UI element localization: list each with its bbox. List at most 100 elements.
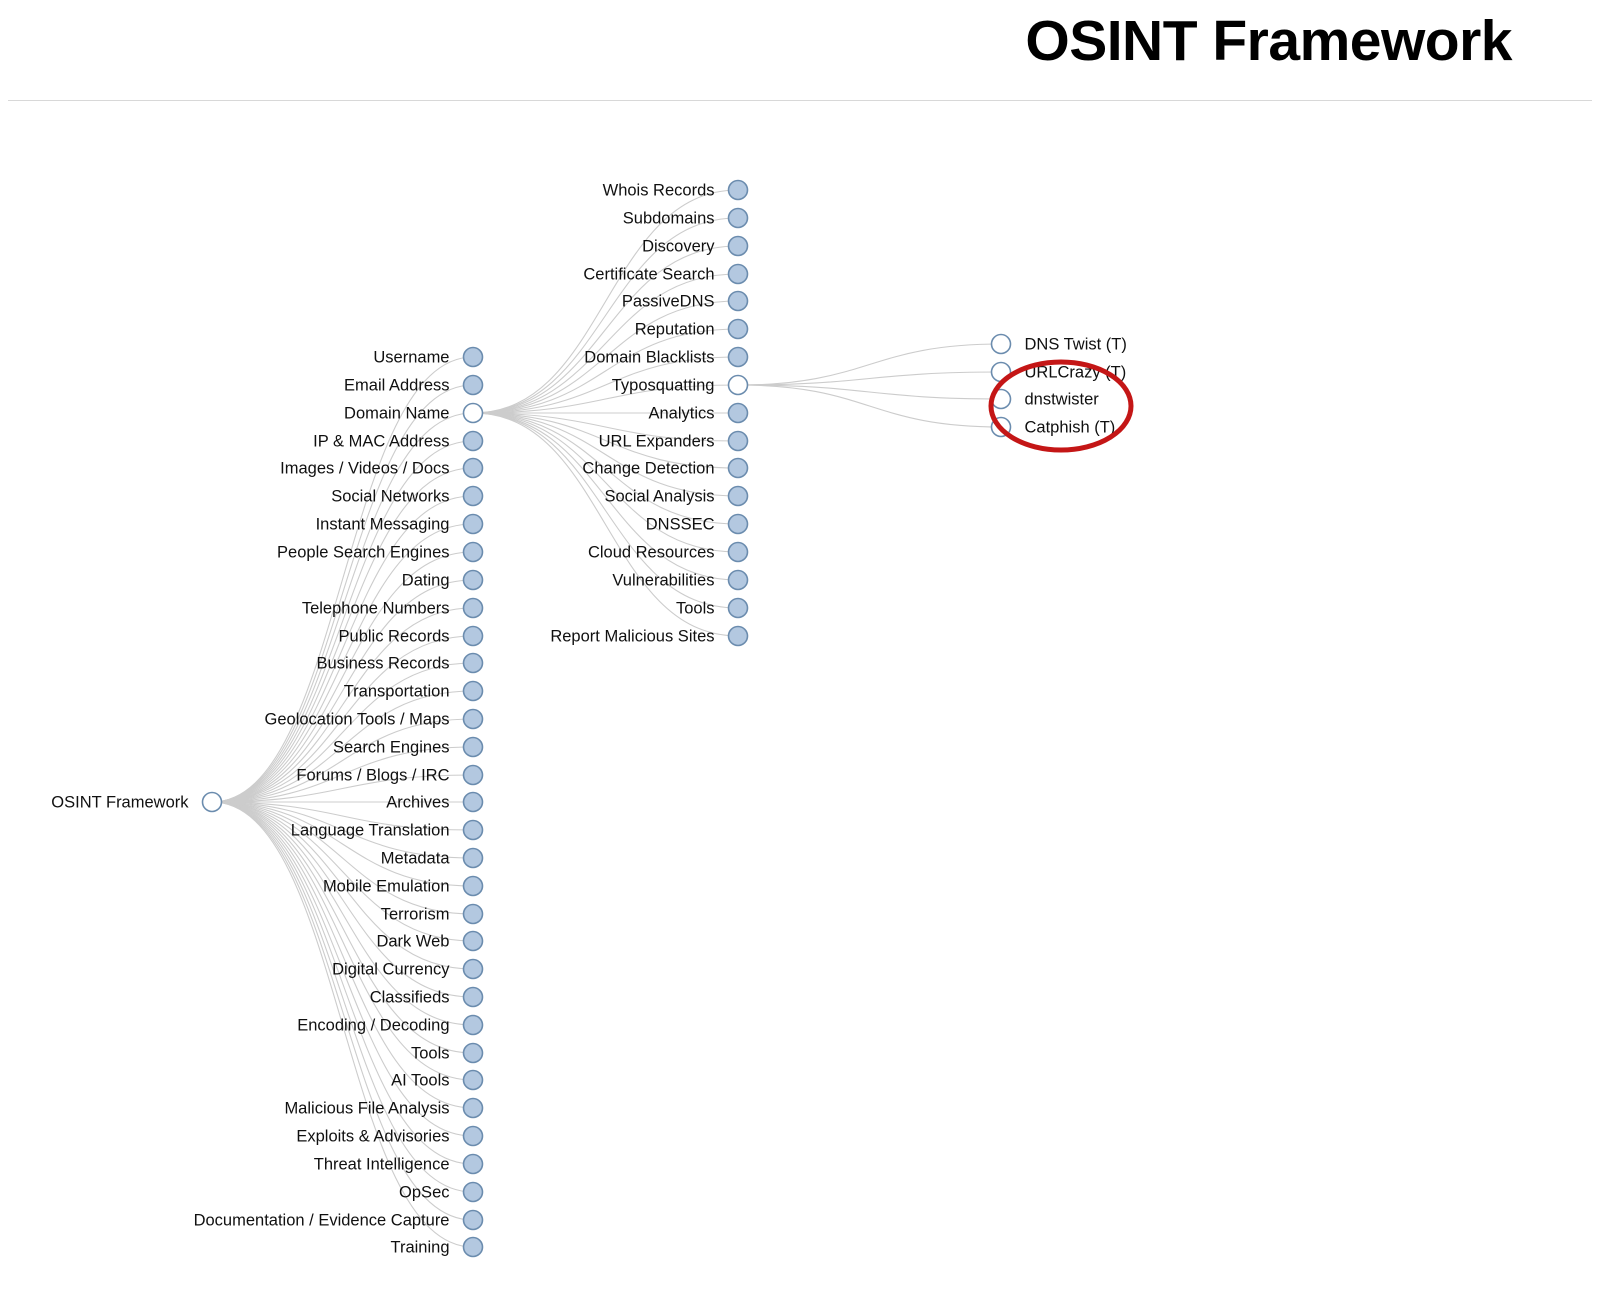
tree-node-transportation[interactable]: Transportation xyxy=(344,680,484,702)
node-toggle-circle[interactable] xyxy=(462,791,484,813)
tree-node-vulnerabilities[interactable]: Vulnerabilities xyxy=(612,569,749,591)
node-label[interactable]: OSINT Framework xyxy=(51,793,189,811)
node-label[interactable]: Threat Intelligence xyxy=(314,1155,450,1173)
node-toggle-circle[interactable] xyxy=(462,903,484,925)
node-label[interactable]: AI Tools xyxy=(391,1071,449,1089)
tree-node-instant-messaging[interactable]: Instant Messaging xyxy=(316,513,484,535)
tree-node-username[interactable]: Username xyxy=(373,346,484,368)
tree-node-dnssec[interactable]: DNSSEC xyxy=(646,513,749,535)
node-toggle-circle[interactable] xyxy=(727,374,749,396)
node-label[interactable]: Instant Messaging xyxy=(316,515,450,533)
node-label[interactable]: Exploits & Advisories xyxy=(296,1127,449,1145)
node-toggle-circle[interactable] xyxy=(462,986,484,1008)
node-label[interactable]: Business Records xyxy=(317,654,450,672)
tree-node-certificate-search[interactable]: Certificate Search xyxy=(583,263,749,285)
tree-node-classifieds[interactable]: Classifieds xyxy=(370,986,484,1008)
node-toggle-circle[interactable] xyxy=(727,235,749,257)
node-toggle-circle[interactable] xyxy=(727,513,749,535)
tree-node-threat-intelligence[interactable]: Threat Intelligence xyxy=(314,1153,484,1175)
node-label[interactable]: dnstwister xyxy=(1025,390,1100,408)
node-label[interactable]: Metadata xyxy=(381,849,451,867)
node-toggle-circle[interactable] xyxy=(462,569,484,591)
tree-node-dark-web[interactable]: Dark Web xyxy=(376,930,484,952)
tree-node-business-records[interactable]: Business Records xyxy=(317,652,484,674)
tree-node-social-networks[interactable]: Social Networks xyxy=(331,485,484,507)
tree-node-tools[interactable]: Tools xyxy=(411,1042,484,1064)
tree-node-telephone-numbers[interactable]: Telephone Numbers xyxy=(302,597,484,619)
tree-node-dating[interactable]: Dating xyxy=(402,569,484,591)
node-label[interactable]: Social Analysis xyxy=(604,487,714,505)
node-label[interactable]: Encoding / Decoding xyxy=(297,1016,449,1034)
tree-node-geolocation-tools-maps[interactable]: Geolocation Tools / Maps xyxy=(265,708,484,730)
node-label[interactable]: People Search Engines xyxy=(277,543,449,561)
tree-node-passivedns[interactable]: PassiveDNS xyxy=(622,290,749,312)
tree-node-domain-name[interactable]: Domain Name xyxy=(344,402,484,424)
tree-node-training[interactable]: Training xyxy=(391,1236,484,1258)
node-label[interactable]: Tools xyxy=(411,1044,450,1062)
node-label[interactable]: Domain Name xyxy=(344,404,449,422)
node-toggle-circle[interactable] xyxy=(462,1014,484,1036)
node-label[interactable]: Catphish (T) xyxy=(1025,418,1116,436)
node-toggle-circle[interactable] xyxy=(462,652,484,674)
node-label[interactable]: Analytics xyxy=(648,404,714,422)
tree-node-search-engines[interactable]: Search Engines xyxy=(333,736,484,758)
node-toggle-circle[interactable] xyxy=(727,346,749,368)
tree-node-metadata[interactable]: Metadata xyxy=(381,847,484,869)
node-label[interactable]: Cloud Resources xyxy=(588,543,715,561)
tree-node-typosquatting[interactable]: Typosquatting xyxy=(612,374,749,396)
node-label[interactable]: OpSec xyxy=(399,1183,449,1201)
tree-node-ip-mac-address[interactable]: IP & MAC Address xyxy=(313,430,484,452)
tree-node-domain-blacklists[interactable]: Domain Blacklists xyxy=(584,346,749,368)
tree-node-url-expanders[interactable]: URL Expanders xyxy=(599,430,749,452)
node-label[interactable]: Terrorism xyxy=(381,905,450,923)
tree-node-people-search-engines[interactable]: People Search Engines xyxy=(277,541,484,563)
node-toggle-circle[interactable] xyxy=(462,930,484,952)
tree-node-mobile-emulation[interactable]: Mobile Emulation xyxy=(323,875,484,897)
node-label[interactable]: Language Translation xyxy=(291,821,450,839)
node-toggle-circle[interactable] xyxy=(727,457,749,479)
node-toggle-circle[interactable] xyxy=(462,680,484,702)
node-toggle-circle[interactable] xyxy=(462,819,484,841)
node-toggle-circle[interactable] xyxy=(462,1153,484,1175)
tree-node-digital-currency[interactable]: Digital Currency xyxy=(332,958,484,980)
node-toggle-circle[interactable] xyxy=(727,402,749,424)
node-label[interactable]: Discovery xyxy=(642,237,715,255)
tree-node-language-translation[interactable]: Language Translation xyxy=(291,819,484,841)
node-label[interactable]: Dark Web xyxy=(376,932,449,950)
node-toggle-circle[interactable] xyxy=(462,1236,484,1258)
node-toggle-circle[interactable] xyxy=(462,1181,484,1203)
node-toggle-circle[interactable] xyxy=(462,1125,484,1147)
tree-node-root[interactable]: OSINT Framework xyxy=(51,791,223,813)
node-toggle-circle[interactable] xyxy=(462,625,484,647)
node-label[interactable]: Search Engines xyxy=(333,738,450,756)
node-label[interactable]: Geolocation Tools / Maps xyxy=(265,710,450,728)
tree-node-cloud-resources[interactable]: Cloud Resources xyxy=(588,541,749,563)
node-toggle-circle[interactable] xyxy=(462,513,484,535)
tree-node-email-address[interactable]: Email Address xyxy=(344,374,484,396)
tree-node-images-videos-docs[interactable]: Images / Videos / Docs xyxy=(280,457,484,479)
node-toggle-circle[interactable] xyxy=(727,625,749,647)
tree-node-malicious-file-analysis[interactable]: Malicious File Analysis xyxy=(284,1097,484,1119)
node-label[interactable]: Telephone Numbers xyxy=(302,599,450,617)
node-label[interactable]: DNSSEC xyxy=(646,515,715,533)
node-toggle-circle[interactable] xyxy=(727,569,749,591)
node-toggle-circle[interactable] xyxy=(462,1069,484,1091)
node-toggle-circle[interactable] xyxy=(462,457,484,479)
node-toggle-circle[interactable] xyxy=(462,764,484,786)
node-label[interactable]: Typosquatting xyxy=(612,376,715,394)
node-toggle-circle[interactable] xyxy=(462,958,484,980)
node-toggle-circle[interactable] xyxy=(727,597,749,619)
node-toggle-circle[interactable] xyxy=(462,1042,484,1064)
node-toggle-circle[interactable] xyxy=(462,597,484,619)
node-label[interactable]: Public Records xyxy=(339,627,450,645)
node-label[interactable]: DNS Twist (T) xyxy=(1025,335,1127,353)
node-label[interactable]: Change Detection xyxy=(582,459,714,477)
node-label[interactable]: Reputation xyxy=(635,320,715,338)
tree-node-reputation[interactable]: Reputation xyxy=(635,318,749,340)
tree-node-forums-blogs-irc[interactable]: Forums / Blogs / IRC xyxy=(296,764,484,786)
node-toggle-circle[interactable] xyxy=(462,736,484,758)
node-label[interactable]: Forums / Blogs / IRC xyxy=(296,766,449,784)
node-label[interactable]: IP & MAC Address xyxy=(313,432,449,450)
